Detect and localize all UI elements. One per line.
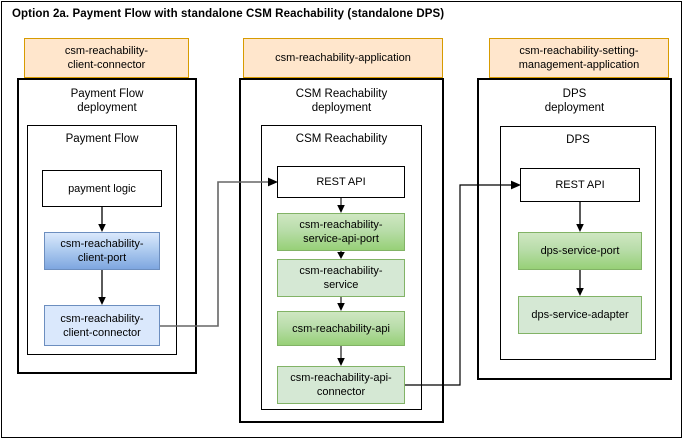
node-label-line2: service [323, 279, 359, 291]
node-dps-rest-api[interactable]: REST API [520, 168, 640, 202]
package-label-text: csm-reachability-application [275, 52, 411, 64]
node-label: dps-service-port [540, 245, 620, 257]
node-csm-reachability-api-connector[interactable]: csm-reachability-api- connector [277, 366, 405, 404]
page-title: Option 2a. Payment Flow with standalone … [12, 8, 445, 20]
node-csm-reachability-service-api-port[interactable]: csm-reachability- service-api-port [277, 213, 405, 251]
deployment-title-line2: deployment [311, 102, 372, 114]
node-label-line2: service-api-port [303, 233, 379, 245]
node-label-line1: csm-reachability- [299, 265, 383, 277]
node-label-line2: client-port [77, 252, 127, 264]
package-label-line2: management-application [518, 59, 640, 71]
edge-api-connector-to-dps-rest-api [403, 178, 528, 390]
node-dps-service-port[interactable]: dps-service-port [518, 232, 642, 270]
deployment-title-dps: DPS deployment [479, 87, 670, 115]
deployment-title-line1: Payment Flow [70, 88, 144, 100]
deployment-title-line1: DPS [562, 88, 587, 100]
node-payment-logic[interactable]: payment logic [42, 170, 162, 207]
deployment-title-line2: deployment [77, 102, 137, 114]
node-csm-rest-api[interactable]: REST API [277, 166, 405, 198]
component-title-dps: DPS [566, 134, 590, 146]
deployment-title-payment-flow: Payment Flow deployment [19, 87, 195, 115]
edge-csm-rest-api-to-service-api-port [335, 198, 347, 214]
node-label: REST API [316, 176, 366, 188]
node-label: payment logic [68, 182, 136, 195]
node-csm-reachability-client-port[interactable]: csm-reachability- client-port [44, 232, 160, 270]
package-label-csm-reachability-client-connector: csm-reachability- client-connector [24, 38, 189, 78]
deployment-title-line2: deployment [544, 102, 605, 114]
node-label-line1: csm-reachability- [299, 219, 383, 231]
package-label-csm-reachability-setting-management-application: csm-reachability-setting- management-app… [489, 38, 669, 78]
node-csm-reachability-api[interactable]: csm-reachability-api [277, 311, 405, 346]
package-label-line1: csm-reachability- [64, 45, 149, 57]
node-csm-reachability-client-connector[interactable]: csm-reachability- client-connector [44, 305, 160, 346]
edge-dps-service-port-to-dps-service-adapter [574, 270, 586, 297]
node-dps-service-adapter[interactable]: dps-service-adapter [518, 296, 642, 334]
node-label-line1: csm-reachability- [60, 238, 144, 250]
component-title-payment-flow: Payment Flow [65, 133, 139, 145]
node-label: csm-reachability-api [292, 322, 390, 335]
node-label: dps-service-adapter [531, 309, 629, 321]
deployment-title-line1: CSM Reachability [295, 88, 388, 100]
node-csm-reachability-service[interactable]: csm-reachability- service [277, 259, 405, 297]
node-label-line2: client-connector [63, 326, 141, 339]
component-title-csm-reachability: CSM Reachability [295, 133, 388, 145]
edge-payment-logic-to-client-port [96, 207, 108, 233]
node-label-line1: csm-reachability-api- [290, 372, 392, 384]
package-label-csm-reachability-application: csm-reachability-application [243, 38, 443, 78]
edge-dps-rest-api-to-dps-service-port [574, 202, 586, 233]
edge-service-api-port-to-service [335, 251, 347, 260]
deployment-title-csm-reachability: CSM Reachability deployment [241, 87, 442, 115]
node-label-line1: csm-reachability- [60, 312, 144, 325]
edge-client-connector-to-csm-rest-api [158, 172, 283, 328]
edge-client-port-to-client-connector [96, 270, 108, 306]
edge-service-to-api [335, 297, 347, 312]
node-label-line2: connector [316, 386, 366, 398]
node-label: REST API [555, 179, 605, 191]
edge-api-to-api-connector [335, 346, 347, 367]
package-label-line1: csm-reachability-setting- [519, 45, 639, 57]
package-label-line2: client-connector [67, 59, 146, 71]
